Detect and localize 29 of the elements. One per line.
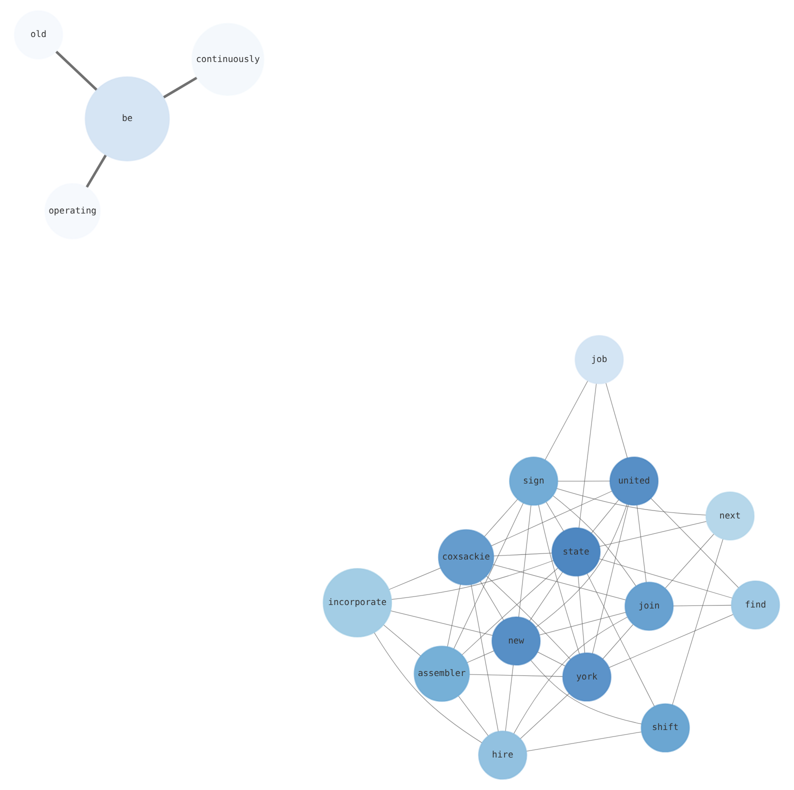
connector [513,616,628,734]
connector [55,50,98,91]
node-circle: join [624,582,674,631]
node-circle: york [562,652,612,702]
connector [552,496,636,586]
node-circle: be [84,76,170,162]
node-circle: next [705,491,755,541]
node-circle: shift [640,703,690,753]
connector [536,504,628,628]
connector [162,76,198,98]
node-circle: sign [509,456,558,506]
connector [86,154,107,188]
node-circle: old [14,10,64,60]
connector [374,632,482,744]
node-circle: state [551,527,601,577]
node-circle: continuously [191,22,264,96]
node-circle: hire [478,730,528,780]
node-circle: find [730,580,780,630]
node-circle: assembler [414,646,470,702]
node-circle: job [574,335,624,384]
connector [586,573,655,707]
node-circle: coxsackie [438,529,494,586]
connector [453,502,524,650]
node-circle: new [491,616,541,666]
node-circle: operating [44,183,101,240]
node-circle: united [609,456,659,506]
connector [462,568,558,656]
node-circle: incorporate [322,568,392,638]
connector [490,490,612,546]
